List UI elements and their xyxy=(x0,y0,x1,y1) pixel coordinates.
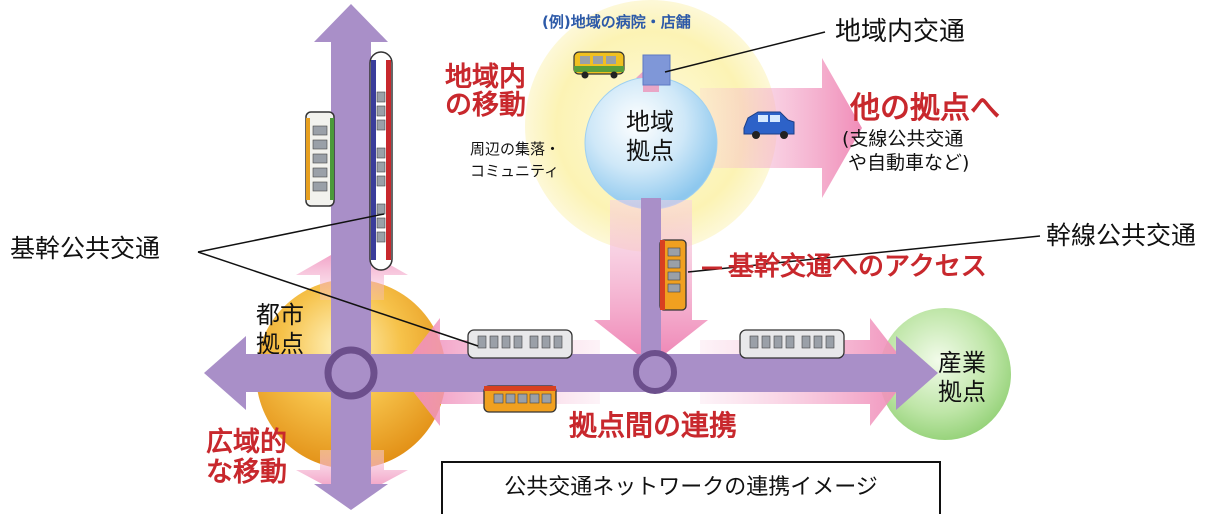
tram-right-icon xyxy=(739,329,845,359)
branch-note-label: (支線公共交通 や自動車など) xyxy=(842,128,970,174)
trunk-right-arrowhead xyxy=(896,336,938,410)
access-bus-icon xyxy=(659,239,687,311)
vertical-train-icon xyxy=(369,51,393,271)
trunk-left-arrowhead xyxy=(204,336,246,410)
city-hub-ring xyxy=(324,346,378,400)
local-transport-leader xyxy=(664,31,826,73)
vertical-trunk-line xyxy=(331,40,371,490)
local-hub-ring xyxy=(633,350,677,394)
local-move-label: 地域内 の移動 xyxy=(445,62,526,122)
access-label: 基幹交通へのアクセス xyxy=(728,252,987,282)
wide-move-label: 広域的 な移動 xyxy=(206,427,287,488)
local-bus-icon xyxy=(573,51,625,79)
horizontal-trunk-line xyxy=(240,354,900,392)
car-icon xyxy=(743,111,795,139)
local-hub-label: 地域 拠点 xyxy=(626,108,674,165)
basic-transport-leader-2 xyxy=(197,251,479,347)
caption-text: 公共交通ネットワークの連携イメージ xyxy=(504,475,878,500)
example-label: (例)地域の病院・店舗 xyxy=(542,13,691,31)
surroundings-label: 周辺の集落・ コミュニティ xyxy=(470,140,561,180)
industry-hub-sphere xyxy=(879,308,1011,440)
to-other-hubs-label: 他の拠点へ xyxy=(850,91,1000,126)
tram-left-icon xyxy=(467,329,573,359)
trunk-line-label: 幹線公共交通 xyxy=(1046,221,1197,250)
trunk-up-arrowhead xyxy=(314,4,388,42)
local-transport-label: 地域内交通 xyxy=(835,17,966,47)
basic-transport-label: 基幹公共交通 xyxy=(10,234,161,263)
trunk-line-leader xyxy=(687,235,1041,273)
vertical-bus-icon xyxy=(305,111,335,207)
hub-link-label: 拠点間の連携 xyxy=(569,409,738,442)
industry-hub-label: 産業 拠点 xyxy=(938,349,986,406)
city-hub-label: 都市 拠点 xyxy=(256,301,304,358)
basic-transport-leader-1 xyxy=(197,213,385,253)
caption-box: 公共交通ネットワークの連携イメージ xyxy=(441,461,941,514)
trunk-down-arrowhead xyxy=(314,484,388,510)
hospital-store-icon xyxy=(642,54,671,86)
access-line xyxy=(641,198,661,358)
link-bus-icon xyxy=(483,385,557,413)
